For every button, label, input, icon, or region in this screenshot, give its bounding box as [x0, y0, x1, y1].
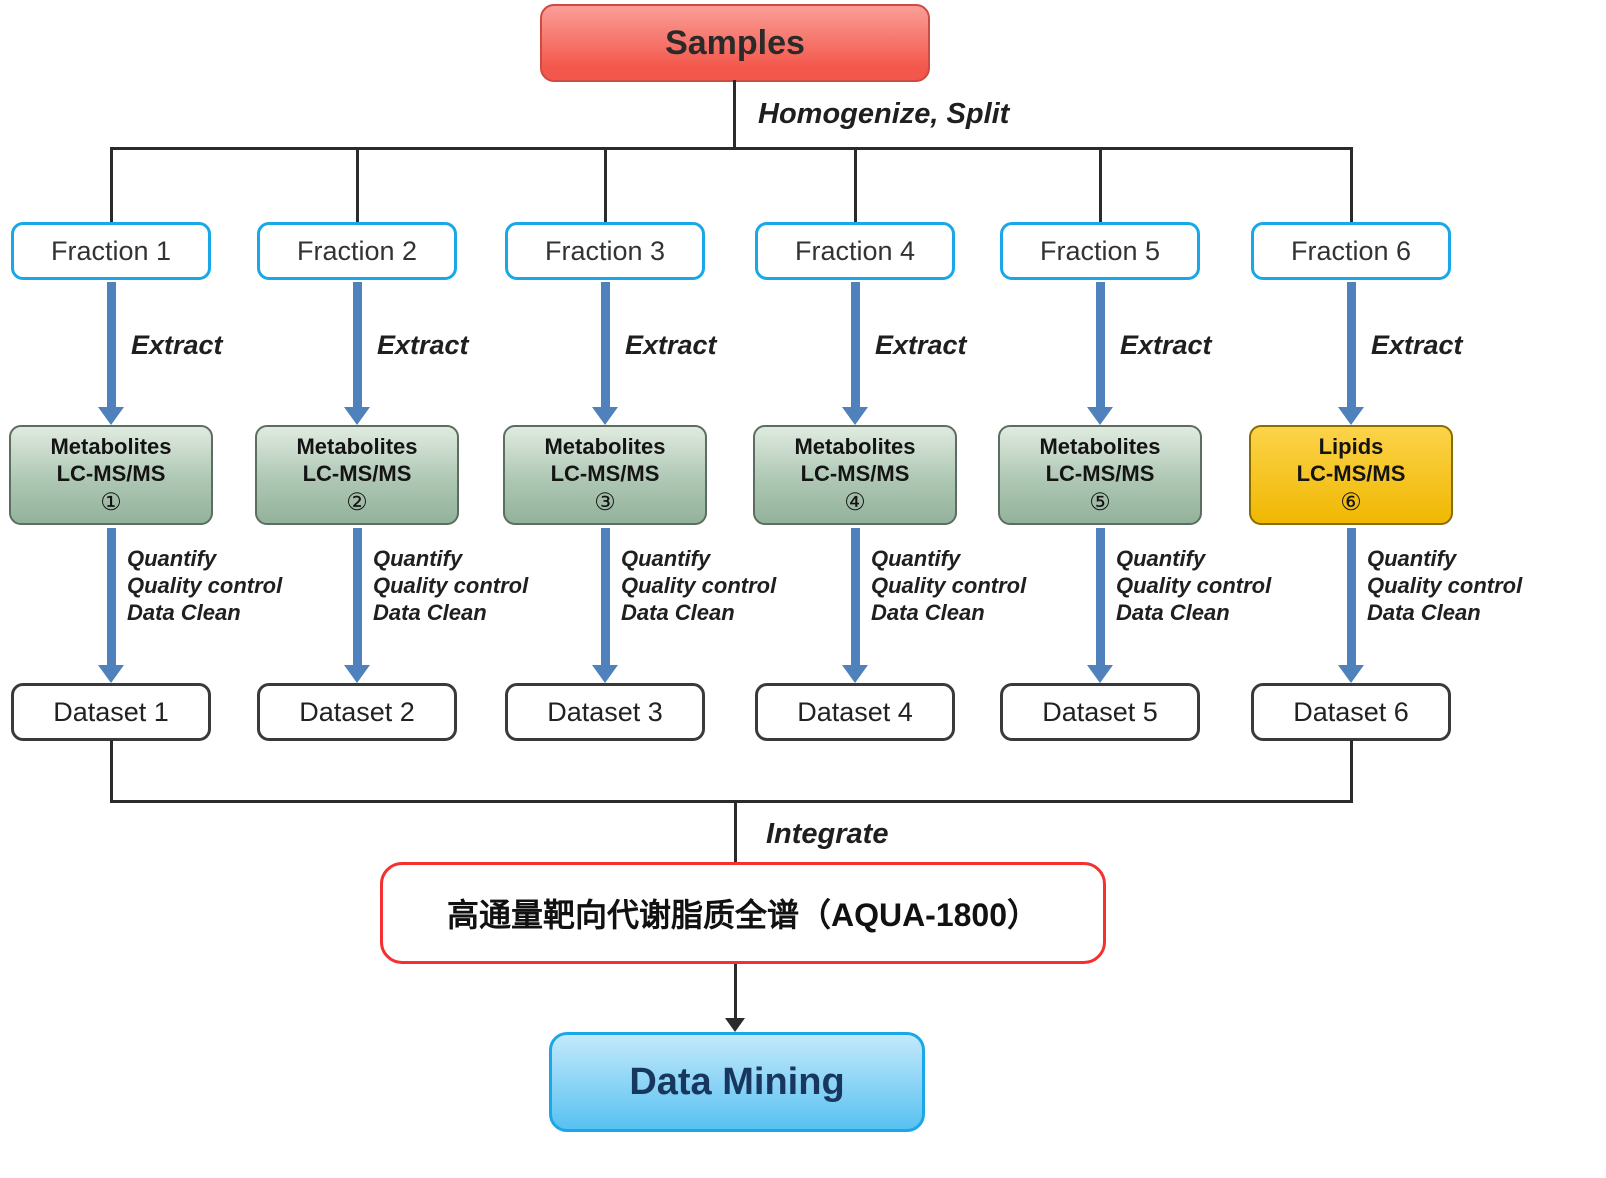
fraction-node-3: Fraction 3	[505, 222, 705, 280]
dataset-node-4: Dataset 4	[755, 683, 955, 741]
homogenize-split-label: Homogenize, Split	[758, 98, 1010, 130]
method-node-3: Metabolites LC-MS/MS ③	[503, 425, 707, 525]
method-platform-3: LC-MS/MS	[550, 461, 660, 486]
method-node-2: Metabolites LC-MS/MS ②	[255, 425, 459, 525]
method-platform-5: LC-MS/MS	[1045, 461, 1155, 486]
extract-arrow-4	[842, 282, 868, 425]
method-node-6: Lipids LC-MS/MS ⑥	[1249, 425, 1453, 525]
quantify-label-2: Quantify	[373, 546, 463, 571]
quantify-label-1: Quantify	[127, 546, 217, 571]
extract-label-3: Extract	[625, 330, 717, 360]
method-title-5: Metabolites	[1039, 433, 1161, 459]
process-arrow-4	[842, 528, 868, 683]
connector-merge-bar	[110, 800, 1353, 803]
extract-arrow-5	[1087, 282, 1113, 425]
dataset-node-3: Dataset 3	[505, 683, 705, 741]
extract-label-2: Extract	[377, 330, 469, 360]
connector-mining-down	[734, 964, 737, 1020]
extract-label-1: Extract	[131, 330, 223, 360]
quantify-label-4: Quantify	[871, 546, 961, 571]
connector-stub-6	[1350, 147, 1353, 222]
connector-samples-down	[733, 80, 736, 148]
samples-node: Samples	[540, 4, 930, 82]
fraction-node-5: Fraction 5	[1000, 222, 1200, 280]
method-number-1: ①	[100, 488, 122, 516]
connector-stub-4	[854, 147, 857, 222]
data-clean-label-2: Data Clean	[373, 600, 487, 625]
dataset-node-5: Dataset 5	[1000, 683, 1200, 741]
connector-stub-3	[604, 147, 607, 222]
process-arrow-1	[98, 528, 124, 683]
method-number-3: ③	[594, 488, 616, 516]
fraction-node-1: Fraction 1	[11, 222, 211, 280]
method-platform-2: LC-MS/MS	[302, 461, 412, 486]
aqua-1800-node: 高通量靶向代谢脂质全谱（AQUA-1800）	[380, 862, 1106, 964]
connector-stub-5	[1099, 147, 1102, 222]
quality-control-label-3: Quality control	[621, 573, 777, 598]
quality-control-label-6: Quality control	[1367, 573, 1523, 598]
method-node-1: Metabolites LC-MS/MS ①	[9, 425, 213, 525]
process-labels-2: Quantify Quality control Data Clean	[373, 545, 528, 626]
method-node-5: Metabolites LC-MS/MS ⑤	[998, 425, 1202, 525]
dataset-node-6: Dataset 6	[1251, 683, 1451, 741]
process-labels-1: Quantify Quality control Data Clean	[127, 545, 282, 626]
connector-merge-down	[734, 800, 737, 862]
data-clean-label-6: Data Clean	[1367, 600, 1481, 625]
connector-merge-left	[110, 740, 113, 803]
connector-merge-right	[1350, 740, 1353, 803]
extract-arrow-6	[1338, 282, 1364, 425]
quantify-label-5: Quantify	[1116, 546, 1206, 571]
data-clean-label-3: Data Clean	[621, 600, 735, 625]
process-labels-5: Quantify Quality control Data Clean	[1116, 545, 1271, 626]
data-clean-label-4: Data Clean	[871, 600, 985, 625]
dataset-node-2: Dataset 2	[257, 683, 457, 741]
fraction-node-2: Fraction 2	[257, 222, 457, 280]
method-title-4: Metabolites	[794, 433, 916, 459]
quality-control-label-2: Quality control	[373, 573, 529, 598]
quantify-label-3: Quantify	[621, 546, 711, 571]
connector-mining-arrowhead	[725, 1018, 745, 1032]
dataset-node-1: Dataset 1	[11, 683, 211, 741]
method-platform-1: LC-MS/MS	[56, 461, 166, 486]
process-arrow-6	[1338, 528, 1364, 683]
connector-stub-2	[356, 147, 359, 222]
connector-stub-1	[110, 147, 113, 222]
quantify-label-6: Quantify	[1367, 546, 1457, 571]
method-title-3: Metabolites	[544, 433, 666, 459]
method-number-5: ⑤	[1089, 488, 1111, 516]
quality-control-label-4: Quality control	[871, 573, 1027, 598]
extract-label-5: Extract	[1120, 330, 1212, 360]
method-number-2: ②	[346, 488, 368, 516]
extract-arrow-1	[98, 282, 124, 425]
connector-split-bar	[110, 147, 1353, 150]
integrate-label: Integrate	[766, 818, 889, 850]
method-title-6: Lipids	[1318, 433, 1384, 459]
method-title-1: Metabolites	[50, 433, 172, 459]
quality-control-label-5: Quality control	[1116, 573, 1272, 598]
method-platform-6: LC-MS/MS	[1296, 461, 1406, 486]
method-title-2: Metabolites	[296, 433, 418, 459]
fraction-node-6: Fraction 6	[1251, 222, 1451, 280]
process-labels-3: Quantify Quality control Data Clean	[621, 545, 776, 626]
extract-label-6: Extract	[1371, 330, 1463, 360]
extract-arrow-3	[592, 282, 618, 425]
data-mining-node: Data Mining	[549, 1032, 925, 1132]
method-number-4: ④	[844, 488, 866, 516]
process-labels-4: Quantify Quality control Data Clean	[871, 545, 1026, 626]
method-platform-4: LC-MS/MS	[800, 461, 910, 486]
quality-control-label-1: Quality control	[127, 573, 283, 598]
process-arrow-5	[1087, 528, 1113, 683]
method-node-4: Metabolites LC-MS/MS ④	[753, 425, 957, 525]
data-clean-label-1: Data Clean	[127, 600, 241, 625]
extract-arrow-2	[344, 282, 370, 425]
fraction-node-4: Fraction 4	[755, 222, 955, 280]
process-labels-6: Quantify Quality control Data Clean	[1367, 545, 1522, 626]
method-number-6: ⑥	[1340, 488, 1362, 516]
process-arrow-2	[344, 528, 370, 683]
process-arrow-3	[592, 528, 618, 683]
extract-label-4: Extract	[875, 330, 967, 360]
data-clean-label-5: Data Clean	[1116, 600, 1230, 625]
